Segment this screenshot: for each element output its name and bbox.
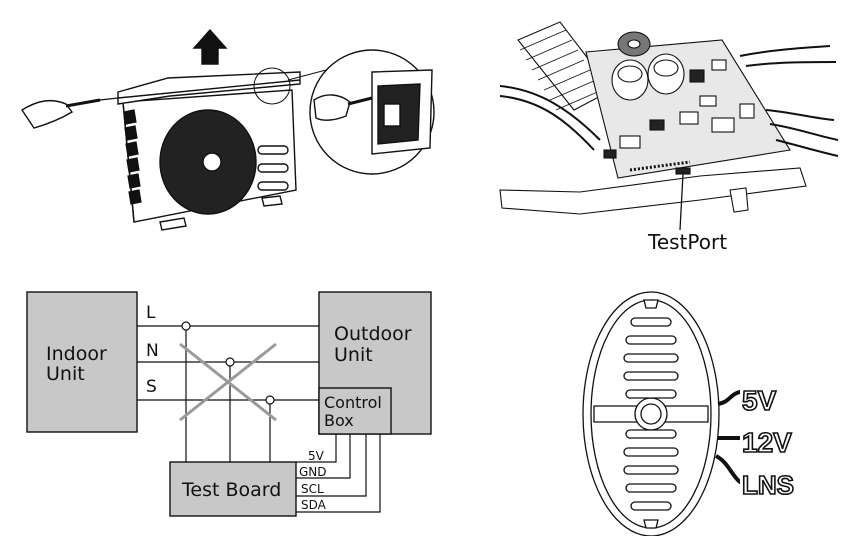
test-port-leader-line	[679, 173, 684, 231]
option-12v-label: 12V	[742, 427, 792, 458]
indoor-unit-block	[26, 291, 138, 433]
line-label-l: L	[146, 303, 156, 323]
pin-label-gnd: GND	[299, 465, 327, 479]
prohibited-cross	[179, 342, 277, 422]
indoor-unit-label-line1: Indoor	[46, 343, 107, 365]
side-louvres	[123, 109, 142, 205]
line-label-s: S	[146, 377, 157, 397]
voltage-selector-illustration	[582, 291, 812, 536]
test-port-connector	[675, 167, 691, 175]
pin-label-scl: SCL	[301, 482, 324, 496]
node-l	[181, 321, 191, 331]
line-label-n: N	[146, 341, 159, 361]
control-box-label-line1: Control	[324, 393, 382, 412]
option-5v-label: 5V	[742, 385, 777, 416]
test-board-block	[169, 461, 297, 517]
wire-sda	[296, 434, 381, 513]
wiring-diagram: Indoor Unit Outdoor Unit Control Box L N…	[26, 291, 432, 517]
option-lns-label: LNS	[742, 470, 794, 500]
control-box-block	[318, 387, 392, 435]
node-s	[265, 395, 275, 405]
selector-label-plate	[740, 378, 812, 500]
outdoor-unit-illustration	[21, 28, 435, 231]
lift-up-arrow-icon	[192, 28, 228, 65]
hand-right	[313, 94, 351, 121]
fan-hub	[202, 152, 222, 172]
test-board-label: Test Board	[181, 479, 281, 501]
pcb-illustration	[499, 21, 839, 231]
outdoor-unit-label-line2: Unit	[334, 344, 373, 366]
wire-scl	[296, 434, 367, 497]
pin-label-sda: SDA	[301, 498, 327, 512]
wire-gnd	[296, 434, 351, 479]
hand-left	[21, 99, 74, 129]
control-box-label-line2: Box	[324, 411, 354, 430]
selector-option-labels: 5V 12V LNS	[741, 384, 795, 501]
wire-5v	[296, 434, 337, 463]
lead-5v	[717, 390, 756, 406]
test-port-label: TestPort	[647, 230, 727, 254]
pin-label-5v: 5V	[308, 449, 325, 463]
indoor-unit-label-line2: Unit	[46, 363, 85, 385]
outdoor-unit-label-line1: Outdoor	[334, 323, 412, 345]
mounting-frame	[499, 167, 807, 215]
lead-lns	[714, 454, 747, 486]
node-n	[225, 357, 235, 367]
pcb-board	[585, 39, 791, 179]
